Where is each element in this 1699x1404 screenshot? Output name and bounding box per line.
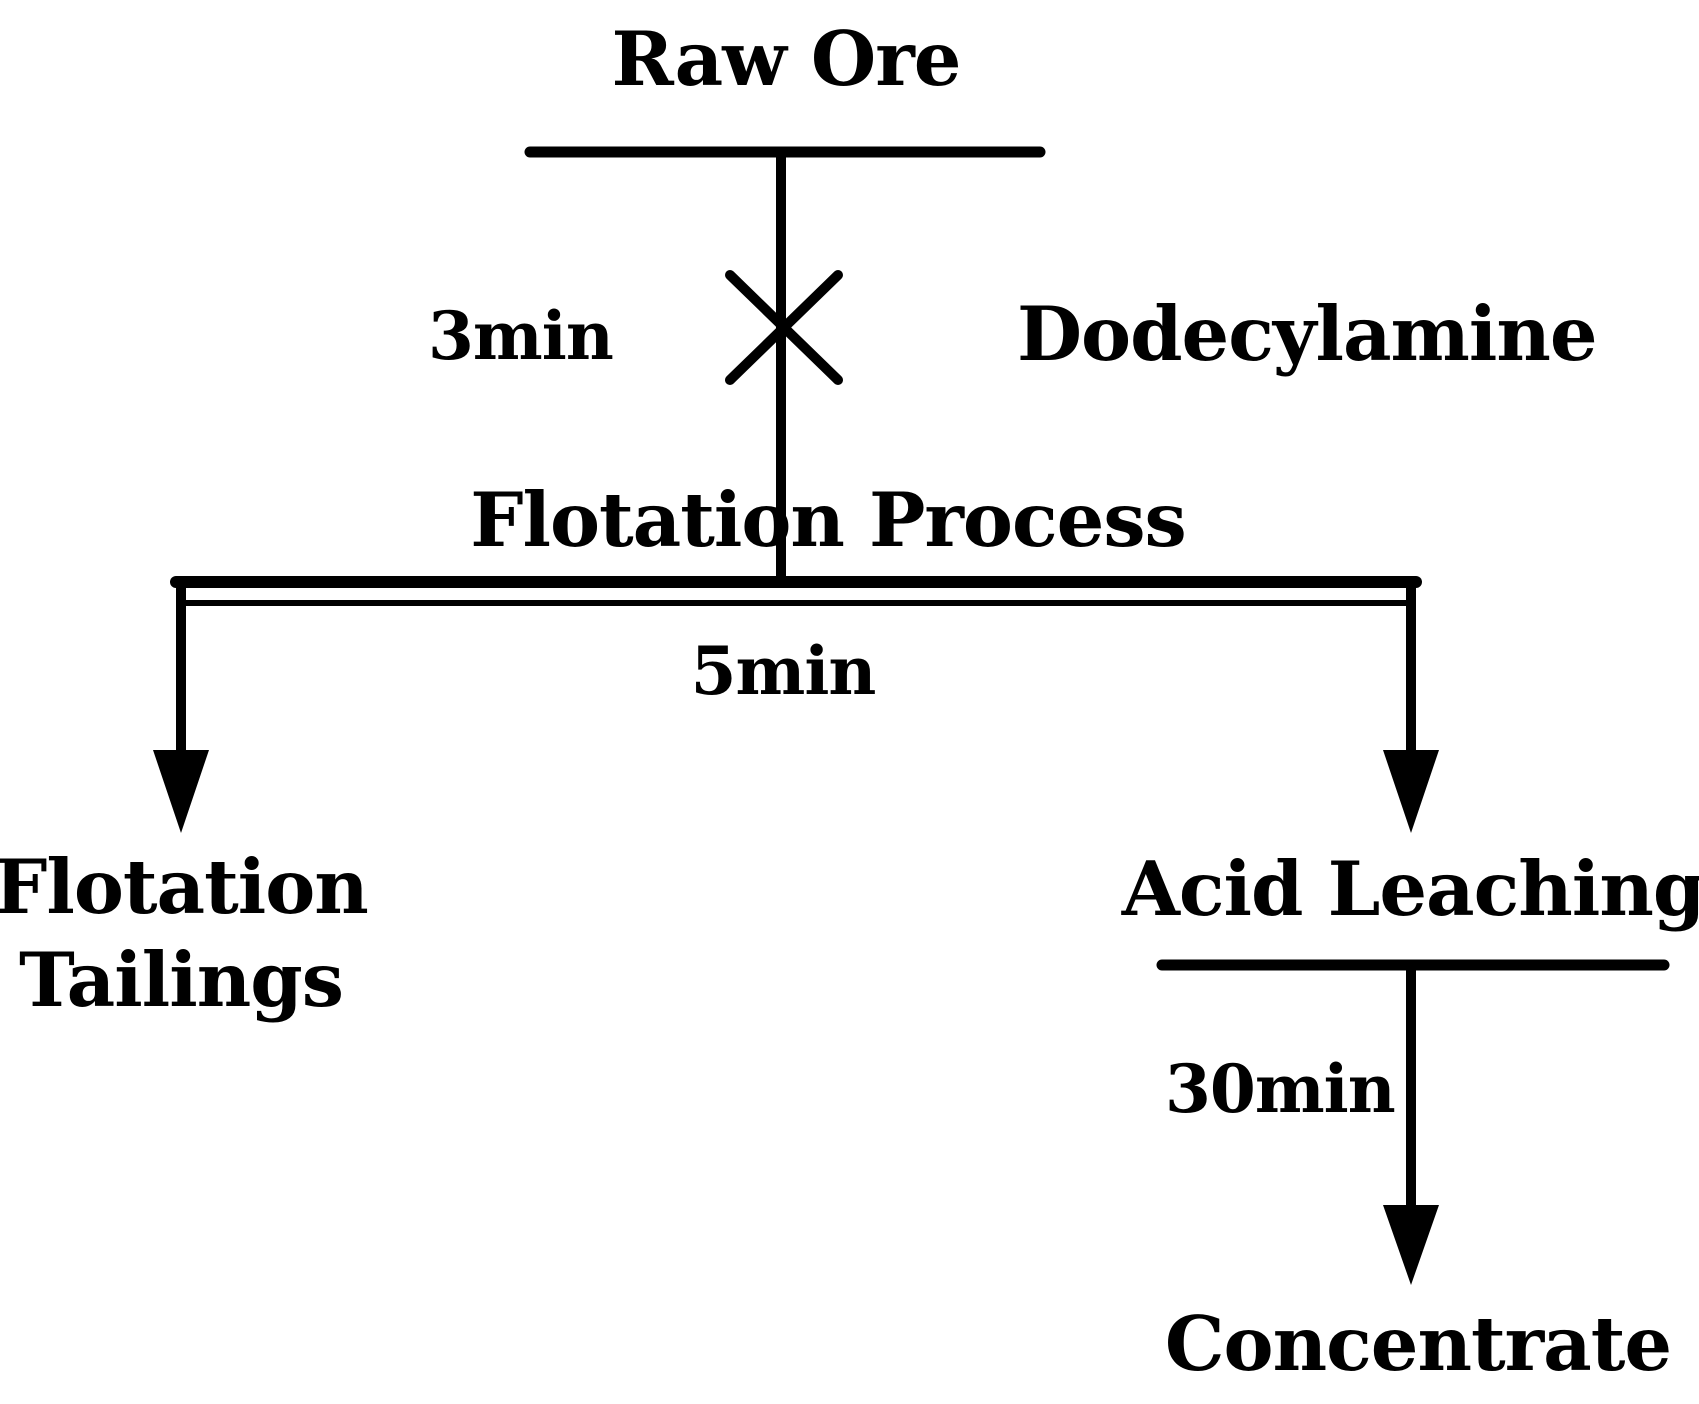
tailings-label-line2: Tailings [19,936,344,1024]
tailings-arrow-icon [153,750,209,833]
mixing-cross-icon [725,270,843,385]
concentrate-label: Concentrate [1164,1300,1672,1388]
flotation-process-label: Flotation Process [470,476,1187,564]
reagent-label: Dodecylamine [1017,290,1598,378]
acid-leaching-label: Acid Leaching [1121,845,1699,933]
tailings-label-line1: Flotation [0,843,369,931]
flotation-time-label: 5min [690,632,877,710]
mixing-time-label: 3min [428,297,614,375]
concentrate-arrow-icon [1383,1205,1439,1285]
raw-ore-label: Raw Ore [611,15,962,103]
leaching-time-label: 30min [1165,1050,1396,1128]
leaching-arrow-icon [1383,750,1439,833]
